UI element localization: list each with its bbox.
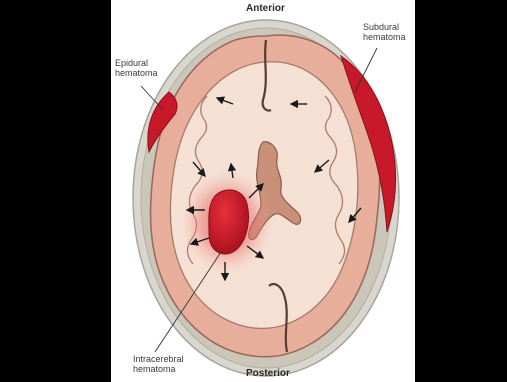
epidural-label-line2: hematoma [115, 68, 158, 78]
diagram-panel: Anterior Posterior Epidural hematoma Sub… [111, 0, 415, 382]
intracerebral-label-line1: Intracerebral [133, 354, 184, 364]
intracerebral-label: Intracerebral hematoma [133, 354, 184, 374]
right-letterbox [415, 0, 507, 382]
intracerebral-label-line2: hematoma [133, 364, 184, 374]
epidural-label-line1: Epidural [115, 58, 158, 68]
subdural-label-line1: Subdural [363, 22, 406, 32]
epidural-label: Epidural hematoma [115, 58, 158, 78]
subdural-label-line2: hematoma [363, 32, 406, 42]
subdural-label: Subdural hematoma [363, 22, 406, 42]
left-letterbox [0, 0, 111, 382]
posterior-label: Posterior [246, 369, 290, 379]
anterior-label: Anterior [246, 4, 285, 14]
